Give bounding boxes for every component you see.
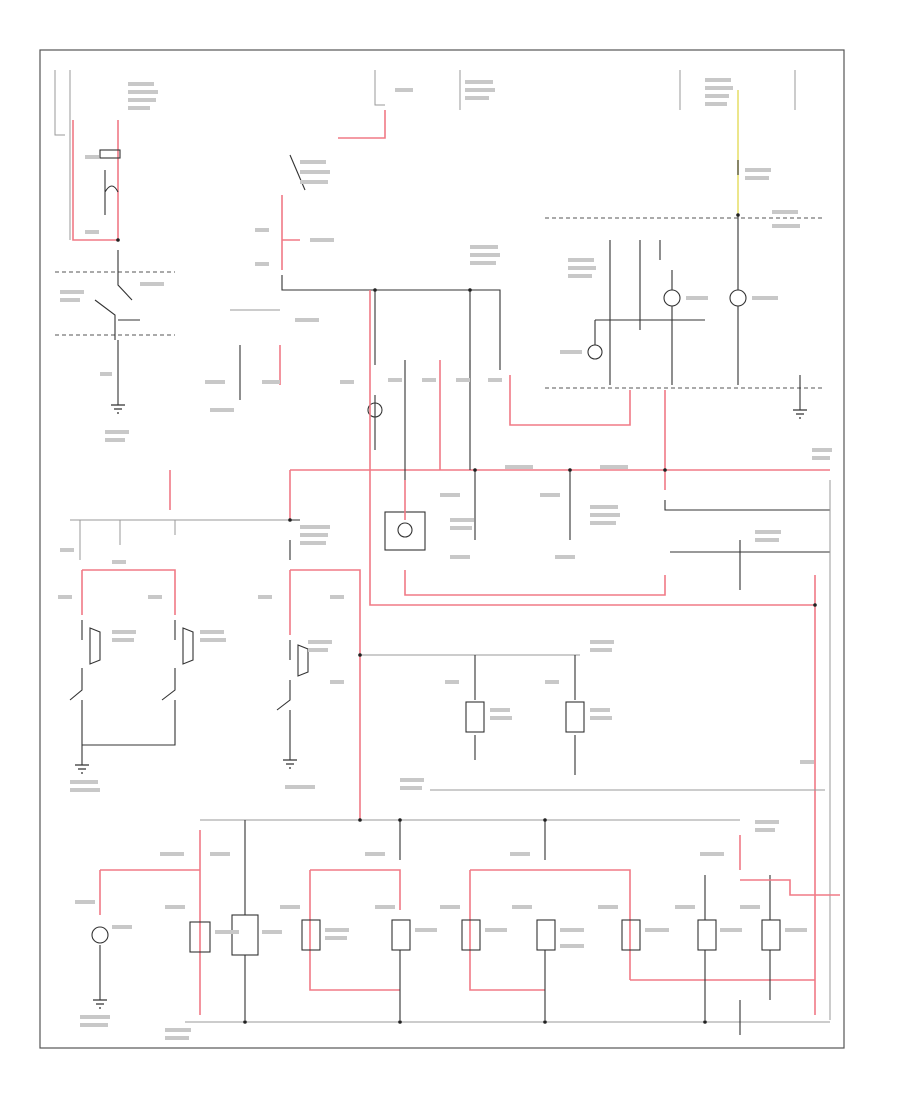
dash-lights-relay — [289, 290, 831, 1020]
dimmer-rheostat — [255, 70, 501, 370]
fuse-box-left — [54, 70, 158, 241]
tail-lights — [400, 640, 825, 791]
side-marker-lights — [258, 519, 580, 820]
front-park-lights — [58, 470, 300, 792]
hazard-switch — [205, 309, 319, 412]
combination-switch — [55, 250, 175, 442]
instrument-illumination — [75, 819, 840, 1040]
diagram-frame — [39, 49, 845, 1049]
under-hood-fuse-box — [545, 70, 832, 490]
junction-nodes — [116, 213, 817, 1024]
